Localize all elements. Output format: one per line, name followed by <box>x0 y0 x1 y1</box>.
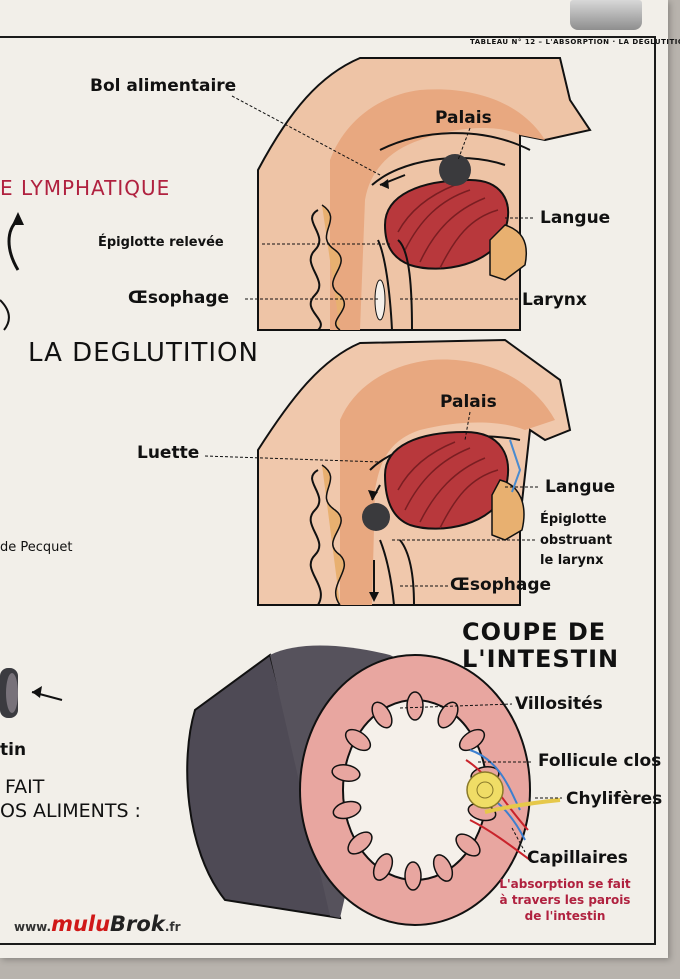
watermark-brand-a: mulu <box>51 912 110 936</box>
label-oesophage-1: Œsophage <box>128 288 229 308</box>
title-coupe-line1: COUPE DE <box>462 618 606 646</box>
watermark-prefix: www. <box>14 920 51 934</box>
left-intestine-opening <box>6 673 18 713</box>
label-palais-1: Palais <box>435 108 492 128</box>
left-text-pecquet: de Pecquet <box>0 540 73 555</box>
left-text-fait: FAIT <box>5 776 44 798</box>
label-larynx: Larynx <box>522 290 587 310</box>
watermark-brand-b: Brok <box>110 912 165 936</box>
poster-header: TABLEAU N° 12 – L'ABSORPTION · LA DÉGLUT… <box>470 38 680 46</box>
absorption-note-line1: L'absorption se fait <box>495 876 635 892</box>
title-coupe-line2: L'INTESTIN <box>462 645 619 673</box>
watermark-suffix: .fr <box>165 920 181 934</box>
left-title-lymphatique: E LYMPHATIQUE <box>0 176 170 200</box>
label-chyliferes: Chylifères <box>566 789 662 809</box>
absorption-note: L'absorption se fait à travers les paroi… <box>495 876 635 924</box>
left-arrow-tip <box>32 686 42 698</box>
left-curve-fragment <box>0 300 9 330</box>
label-luette: Luette <box>137 443 199 463</box>
label-bol-alimentaire: Bol alimentaire <box>90 76 236 96</box>
title-deglutition: LA DEGLUTITION <box>28 338 259 368</box>
label-epiglotte-relevee: Épiglotte relevée <box>98 235 224 250</box>
label-epiglotte-line1: Épiglotte <box>540 512 607 527</box>
label-villosites: Villosités <box>515 694 603 714</box>
label-capillaires: Capillaires <box>527 848 628 868</box>
deglutition-diagram-2 <box>258 340 570 605</box>
left-text-intestin: tin <box>0 740 26 760</box>
left-text-aliments: OS ALIMENTS : <box>0 800 141 822</box>
label-langue-2: Langue <box>545 477 615 497</box>
left-arrow-head <box>12 212 24 225</box>
label-langue-1: Langue <box>540 208 610 228</box>
absorption-note-line2: à travers les parois <box>495 892 635 908</box>
label-epiglotte-line3: le larynx <box>540 553 604 568</box>
label-epiglotte-line2: obstruant <box>540 533 612 548</box>
absorption-note-line3: de l'intestin <box>495 908 635 924</box>
left-arrow-curve <box>9 220 18 270</box>
watermark: www.muluBrok.fr <box>14 912 181 936</box>
label-follicule-clos: Follicule clos <box>538 751 661 771</box>
label-oesophage-2: Œsophage <box>450 575 551 595</box>
label-palais-2: Palais <box>440 392 497 412</box>
